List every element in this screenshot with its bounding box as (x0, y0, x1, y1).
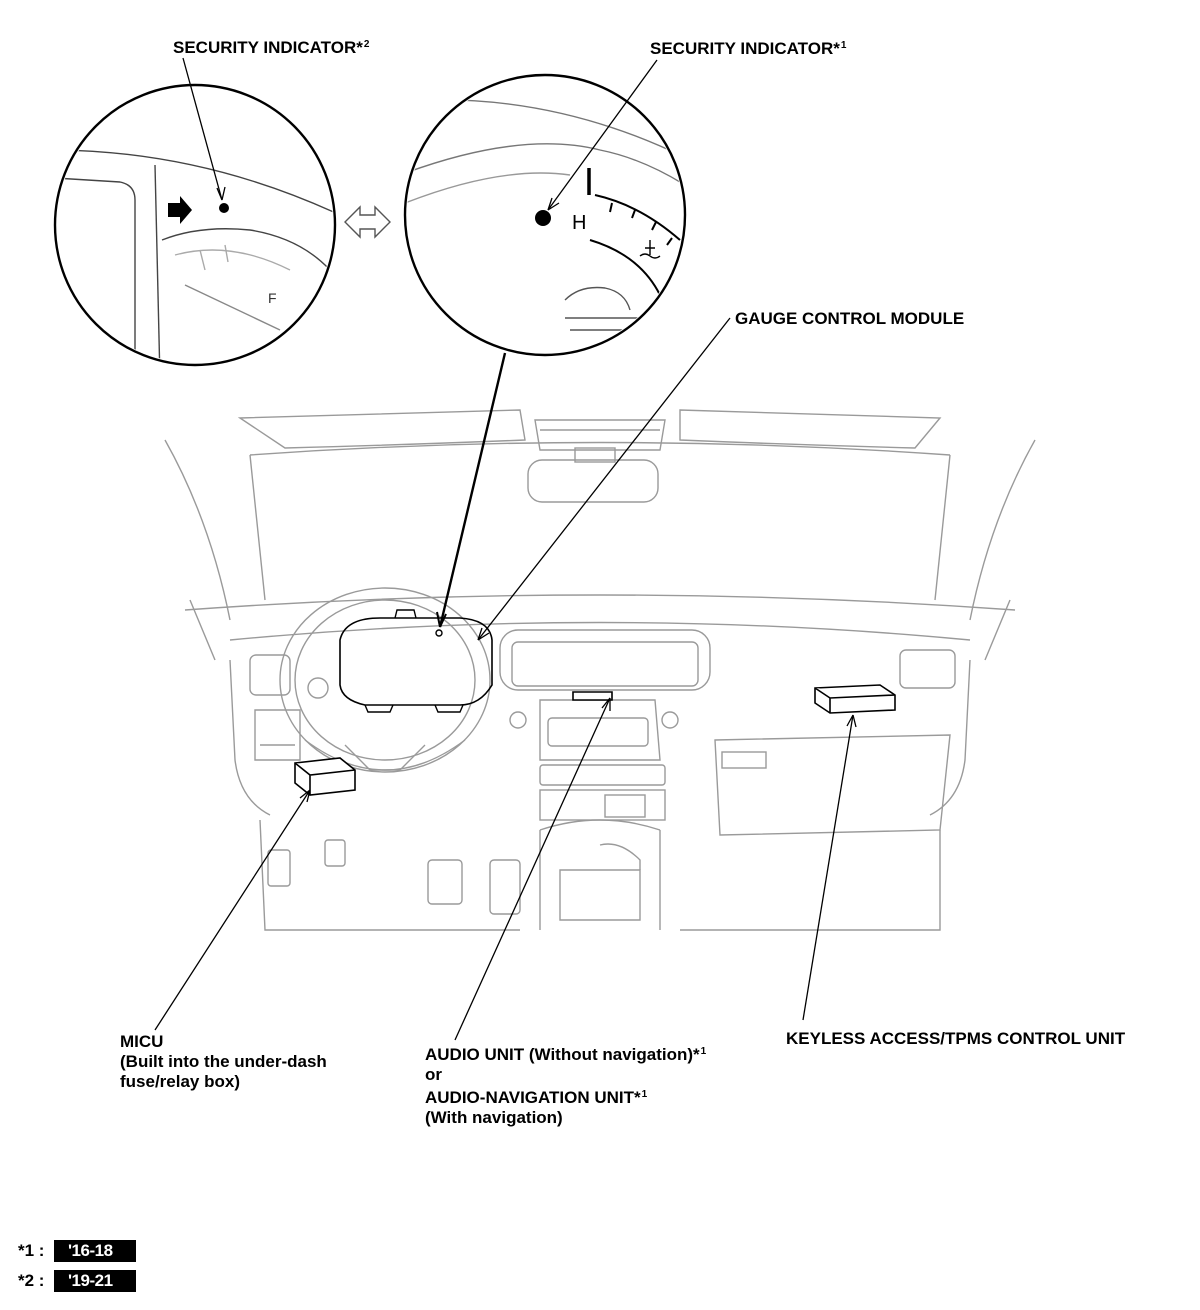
legend-badge-1: '16-18 (54, 1240, 136, 1262)
component-boxes (294, 684, 896, 796)
label-security-indicator-1: SECURITY INDICATOR*1 (650, 36, 846, 59)
label-audio-unit: AUDIO UNIT (Without navigation)*1 or AUD… (425, 1042, 706, 1128)
label-audio-line1: AUDIO UNIT (Without navigation)* (425, 1045, 700, 1064)
dashboard-illustration (164, 409, 1036, 931)
micu-box (294, 757, 356, 796)
label-keyless-access: KEYLESS ACCESS/TPMS CONTROL UNIT (786, 1029, 1126, 1048)
label-audio-line2: or (425, 1065, 442, 1084)
legend-key-1: *1 : (18, 1241, 45, 1260)
arrow-indicator-icon (168, 196, 192, 224)
label-security-indicator-2-sup: 2 (363, 39, 370, 50)
legend-badge-2: '19-21 (54, 1270, 136, 1292)
label-micu-line2: (Built into the under-dash (120, 1052, 327, 1071)
label-micu-line1: MICU (120, 1032, 164, 1051)
label-audio-line4: (With navigation) (425, 1108, 563, 1127)
security-indicator-2-dot (219, 203, 229, 213)
legend-key-2: *2 : (18, 1271, 45, 1290)
gauge-mark-h: H (572, 212, 586, 234)
label-gauge-control-module: GAUGE CONTROL MODULE (735, 309, 965, 328)
label-security-indicator-2: SECURITY INDICATOR*2 (173, 35, 369, 58)
leader-lines (154, 57, 857, 1041)
label-micu-line3: fuse/relay box) (120, 1072, 240, 1091)
audio-unit-mark (572, 691, 613, 701)
double-arrow-icon (344, 205, 391, 239)
label-security-indicator-2-text: SECURITY INDICATOR* (173, 38, 363, 57)
label-micu: MICU (Built into the under-dash fuse/rel… (120, 1032, 327, 1092)
legend-row-2: *2 : '19-21 (18, 1270, 136, 1292)
label-audio-line1-sup: 1 (700, 1046, 707, 1057)
security-indicator-1-dot (535, 210, 551, 226)
magnifier-left (53, 83, 337, 367)
legend-row-1: *1 : '16-18 (18, 1240, 136, 1262)
magnifier-right (403, 73, 687, 357)
label-audio-line3-sup: 1 (641, 1089, 648, 1100)
coolant-temp-icon (639, 240, 661, 259)
label-security-indicator-1-text: SECURITY INDICATOR* (650, 39, 840, 58)
gauge-mark-f: F (268, 290, 277, 306)
label-audio-line3: AUDIO-NAVIGATION UNIT* (425, 1088, 641, 1107)
label-security-indicator-1-sup: 1 (840, 40, 847, 51)
